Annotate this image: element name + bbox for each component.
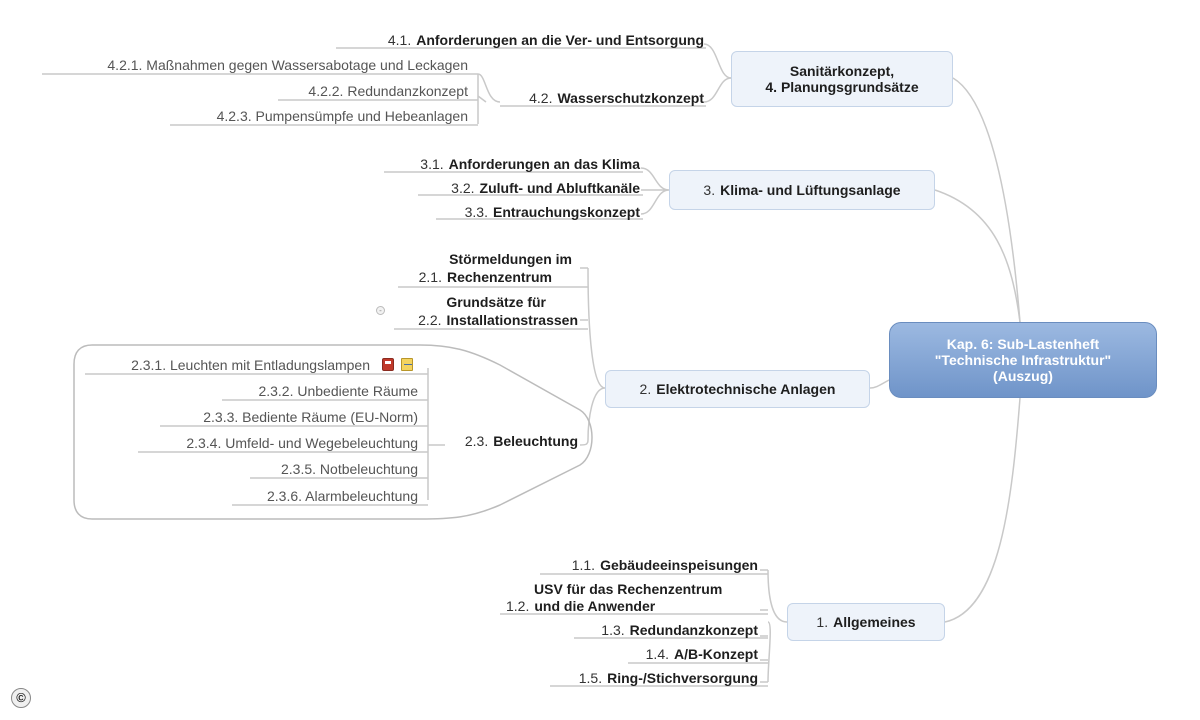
- topic-4-2-3[interactable]: 4.2.3. Pumpensümpfe und Hebeanlagen: [216, 108, 468, 124]
- branch-node-klima[interactable]: 3.Klima- und Lüftungsanlage: [669, 170, 935, 210]
- topic-2-2-line2: Installationstrassen: [446, 312, 579, 328]
- branch-3-title: Klima- und Lüftungsanlage: [720, 182, 901, 198]
- connector-central-b4: [952, 77, 1021, 323]
- topic-1-2[interactable]: 1.2.und die Anwender: [506, 598, 656, 614]
- topic-2-1-line2: Rechenzentrum: [446, 269, 552, 285]
- topic-3-2-label: Zuluft- und Abluftkanäle: [479, 180, 640, 196]
- topic-4-2-label: Wasserschutzkonzept: [557, 90, 704, 106]
- topic-2-1-line1[interactable]: Störmeldungen im: [449, 251, 572, 267]
- branch-2-title: Elektrotechnische Anlagen: [656, 381, 836, 397]
- central-topic-line3: (Auszug): [993, 368, 1053, 384]
- topic-4-2-2[interactable]: 4.2.2. Redundanzkonzept: [308, 83, 468, 99]
- topic-3-3[interactable]: 3.3.Entrauchungskonzept: [464, 204, 640, 220]
- connector-i42-subs: [477, 73, 501, 124]
- pdf-attachment-icon[interactable]: [382, 358, 394, 371]
- topic-2-3[interactable]: 2.3.Beleuchtung: [464, 433, 578, 449]
- central-topic-node[interactable]: Kap. 6: Sub-Lastenheft "Technische Infra…: [889, 322, 1157, 398]
- topic-1-3[interactable]: 1.3.Redundanzkonzept: [601, 622, 758, 638]
- topic-2-3-3[interactable]: 2.3.3. Bediente Räume (EU-Norm): [203, 409, 418, 425]
- topic-3-1-label: Anforderungen an das Klima: [448, 156, 640, 172]
- topic-3-3-label: Entrauchungskonzept: [492, 204, 640, 220]
- topic-1-2-line1[interactable]: USV für das Rechenzentrum: [534, 581, 723, 597]
- central-topic-line2: "Technische Infrastruktur": [934, 352, 1112, 368]
- connector-b4-i41: [703, 43, 732, 79]
- topic-2-3-6[interactable]: 2.3.6. Alarmbeleuchtung: [267, 488, 418, 504]
- branch-node-allgemeines[interactable]: 1.Allgemeines: [787, 603, 945, 641]
- branch-node-elektrotechnik[interactable]: 2.Elektrotechnische Anlagen: [605, 370, 870, 408]
- topic-4-2-1[interactable]: 4.2.1. Maßnahmen gegen Wassersabotage un…: [107, 57, 468, 73]
- topic-2-3-1[interactable]: 2.3.1. Leuchten mit Entladungslampen: [131, 357, 370, 373]
- connector-central-b2: [869, 379, 890, 389]
- central-topic-line1: Kap. 6: Sub-Lastenheft: [946, 336, 1100, 352]
- topic-2-3-5[interactable]: 2.3.5. Notbeleuchtung: [281, 461, 418, 477]
- connector-b3-items: [640, 167, 670, 215]
- collapse-toggle-icon[interactable]: -: [376, 306, 385, 315]
- connector-b4-i42: [703, 77, 732, 103]
- topic-2-3-4[interactable]: 2.3.4. Umfeld- und Wegebeleuchtung: [186, 435, 418, 451]
- branch-4-title-line2: 4. Planungsgrundsätze: [765, 79, 919, 95]
- branch-node-sanitaerkonzept[interactable]: Sanitärkonzept, 4. Planungsgrundsätze: [731, 51, 953, 107]
- topic-1-5[interactable]: 1.5.Ring-/Stichversorgung: [578, 670, 758, 686]
- connector-b1-items: [760, 569, 788, 683]
- topic-1-2-line2: und die Anwender: [534, 598, 656, 614]
- topic-1-1[interactable]: 1.1.Gebäudeeinspeisungen: [571, 557, 758, 573]
- topic-1-5-label: Ring-/Stichversorgung: [607, 670, 758, 686]
- connector-central-b3: [934, 189, 1021, 323]
- copyright-icon: ©: [11, 688, 31, 708]
- branch-4-title-line1: Sanitärkonzept,: [789, 63, 895, 79]
- topic-3-1[interactable]: 3.1.Anforderungen an das Klima: [420, 156, 640, 172]
- branch-1-title: Allgemeines: [833, 614, 916, 630]
- topic-2-3-label: Beleuchtung: [493, 433, 578, 449]
- note-icon[interactable]: [401, 358, 413, 371]
- topic-1-4-label: A/B-Konzept: [674, 646, 758, 662]
- topic-3-2[interactable]: 3.2.Zuluft- und Abluftkanäle: [451, 180, 640, 196]
- topic-2-1[interactable]: 2.1.Rechenzentrum: [418, 269, 552, 285]
- topic-1-3-label: Redundanzkonzept: [629, 622, 758, 638]
- topic-1-1-label: Gebäudeeinspeisungen: [600, 557, 758, 573]
- connector-b2-items: [579, 267, 606, 446]
- topic-4-2[interactable]: 4.2.Wasserschutzkonzept: [529, 90, 704, 106]
- topic-2-3-2[interactable]: 2.3.2. Unbediente Räume: [258, 383, 418, 399]
- topic-2-2-line1[interactable]: Grundsätze für: [446, 294, 546, 310]
- topic-1-4[interactable]: 1.4.A/B-Konzept: [645, 646, 758, 662]
- topic-2-2[interactable]: 2.2.Installationstrassen: [418, 312, 579, 328]
- topic-4-1[interactable]: 4.1.Anforderungen an die Ver- und Entsor…: [387, 32, 704, 48]
- topic-4-1-label: Anforderungen an die Ver- und Entsorgung: [416, 32, 704, 48]
- connector-central-b1: [944, 397, 1021, 623]
- group-outline-i23: [73, 344, 593, 520]
